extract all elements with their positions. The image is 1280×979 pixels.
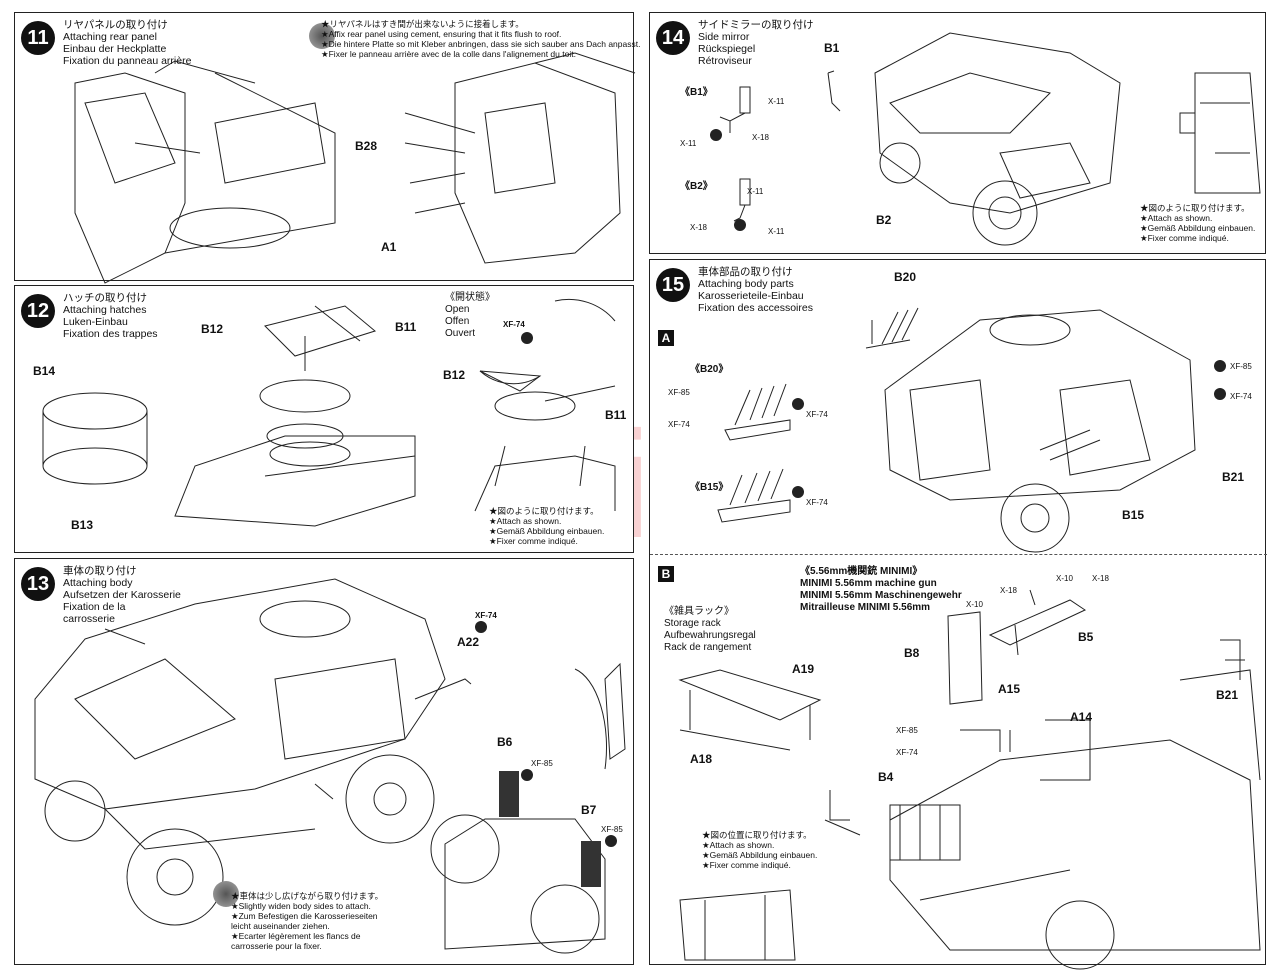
step-14-drawing bbox=[650, 13, 1267, 255]
step-11-note: ★リヤパネルはすき間が出来ないように接着します。★Affix rear pane… bbox=[321, 19, 641, 59]
label-b12-open: B12 bbox=[443, 368, 466, 382]
section-b-label: B bbox=[658, 566, 674, 582]
label-a15: A15 bbox=[998, 682, 1021, 696]
xf74-label: XF-74 bbox=[668, 420, 690, 429]
label-a1: A1 bbox=[381, 240, 397, 254]
step-12-drawing bbox=[15, 286, 635, 554]
b20-detail-label: 《B20》 bbox=[690, 364, 729, 375]
section-a-label: A bbox=[658, 330, 674, 346]
xf74-label: XF-74 bbox=[475, 611, 497, 620]
minimi-label: 《5.56mm機関銃 MINIMI》MINIMI 5.56mm machine … bbox=[800, 566, 962, 613]
label-b21: B21 bbox=[1222, 470, 1245, 484]
glue-icon bbox=[309, 23, 335, 49]
xf85-label-2: XF-85 bbox=[1230, 362, 1252, 371]
x11-label-4: X-11 bbox=[768, 227, 785, 236]
x18-label: X-18 bbox=[1000, 586, 1017, 595]
xf74-paint-dot bbox=[521, 332, 533, 344]
b1-detail-label: 《B1》 bbox=[680, 87, 713, 98]
xf85-paint-dot bbox=[521, 769, 533, 781]
xf74-label-b: XF-74 bbox=[896, 748, 918, 757]
step-11-badge: 11 bbox=[21, 21, 55, 55]
step-12-note: ★図のように取り付けます。★Attach as shown.★Gemäß Abb… bbox=[489, 506, 605, 546]
step-12-badge: 12 bbox=[21, 294, 55, 328]
b2-detail-label: 《B2》 bbox=[680, 181, 713, 192]
x18-label: X-18 bbox=[752, 133, 769, 142]
section-divider bbox=[650, 554, 1267, 555]
step-13-note: ★車体は少し広げながら取り付けます。★Slightly widen body s… bbox=[231, 891, 384, 951]
label-b21-b: B21 bbox=[1216, 688, 1239, 702]
step-15-drawing bbox=[650, 260, 1267, 966]
step-15-note: ★図の位置に取り付けます。★Attach as shown.★Gemäß Abb… bbox=[702, 830, 818, 870]
label-b4: B4 bbox=[878, 770, 894, 784]
label-b12: B12 bbox=[201, 322, 224, 336]
part-dot bbox=[734, 219, 746, 231]
label-b11-open: B11 bbox=[605, 408, 627, 422]
label-a14: A14 bbox=[1070, 710, 1093, 724]
step-14-badge: 14 bbox=[656, 21, 690, 55]
label-b1: B1 bbox=[824, 41, 840, 55]
xf85-paint-dot-2 bbox=[605, 835, 617, 847]
label-b28: B28 bbox=[355, 139, 378, 153]
label-b6: B6 bbox=[497, 735, 513, 749]
paint-dot bbox=[1214, 360, 1226, 372]
label-b20: B20 bbox=[894, 270, 917, 284]
step-14-note: ★図のように取り付けます。★Attach as shown.★Gemäß Abb… bbox=[1140, 203, 1256, 243]
label-b8: B8 bbox=[904, 646, 920, 660]
b15-detail-label: 《B15》 bbox=[690, 482, 729, 493]
part-b7 bbox=[581, 841, 601, 887]
label-a19: A19 bbox=[792, 662, 815, 676]
label-b5: B5 bbox=[1078, 630, 1094, 644]
part-b6 bbox=[499, 771, 519, 817]
xf85-label-2: XF-85 bbox=[601, 825, 623, 834]
paint-dot bbox=[1214, 388, 1226, 400]
x11-label: X-11 bbox=[768, 97, 785, 106]
step-13-drawing bbox=[15, 559, 635, 966]
xf74-label-3: XF-74 bbox=[806, 498, 828, 507]
xf74-label-4: XF-74 bbox=[1230, 392, 1252, 401]
xf85-label: XF-85 bbox=[668, 388, 690, 397]
step-13-badge: 13 bbox=[21, 567, 55, 601]
label-b7: B7 bbox=[581, 803, 597, 817]
xf85-label: XF-85 bbox=[531, 759, 553, 768]
part-dot bbox=[710, 129, 722, 141]
label-b15: B15 bbox=[1122, 508, 1145, 522]
x10-label-2: X-10 bbox=[1056, 574, 1073, 583]
x11-label-3: X-11 bbox=[747, 187, 764, 196]
step-15-badge: 15 bbox=[656, 268, 690, 302]
label-b11: B11 bbox=[395, 320, 417, 334]
paint-dot bbox=[792, 486, 804, 498]
glue-icon bbox=[213, 881, 239, 907]
xf74-label-2: XF-74 bbox=[806, 410, 828, 419]
label-a18: A18 bbox=[690, 752, 713, 766]
x18-label-2: X-18 bbox=[1092, 574, 1109, 583]
label-b13: B13 bbox=[71, 518, 94, 532]
step-11-drawing bbox=[15, 13, 635, 282]
label-b2: B2 bbox=[876, 213, 892, 227]
label-b14: B14 bbox=[33, 364, 56, 378]
label-a22: A22 bbox=[457, 635, 480, 649]
x11-label-2: X-11 bbox=[680, 139, 697, 148]
x18-label-2: X-18 bbox=[690, 223, 707, 232]
x10-label: X-10 bbox=[966, 600, 983, 609]
xf85-label-b: XF-85 bbox=[896, 726, 918, 735]
paint-dot bbox=[792, 398, 804, 410]
xf74-label: XF-74 bbox=[503, 320, 525, 329]
xf74-paint-dot bbox=[475, 621, 487, 633]
